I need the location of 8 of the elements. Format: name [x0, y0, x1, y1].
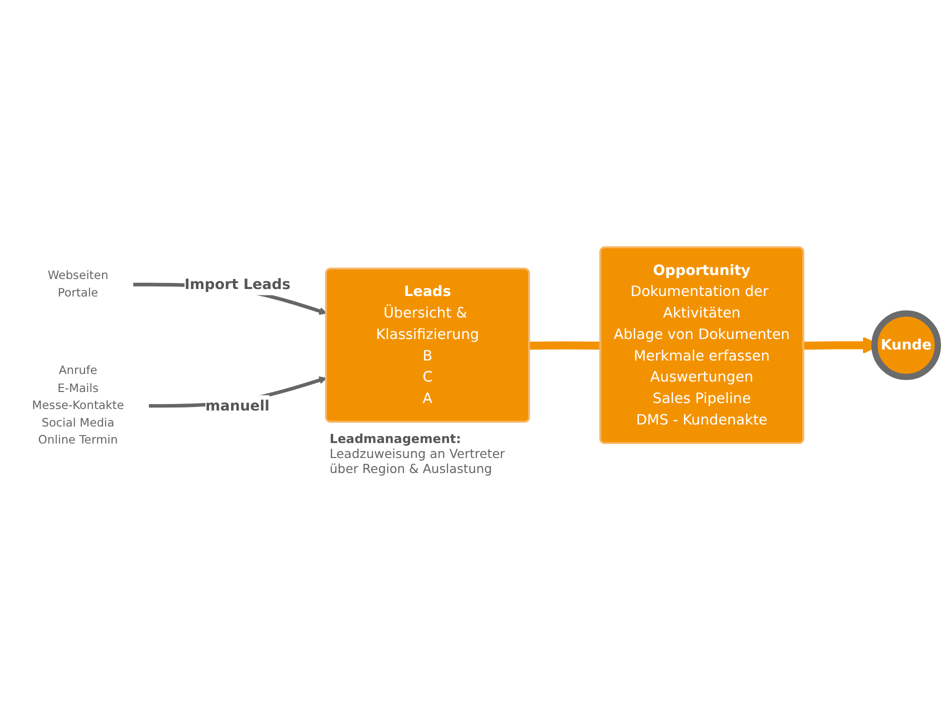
node-text: Webseiten Portale [48, 268, 108, 300]
node-circle: Kunde [871, 310, 941, 380]
node-text: Anrufe E-Mails Messe-Kontakte Social Media Online Termin [32, 364, 124, 448]
edge-label: Import Leads [184, 276, 290, 293]
connector [529, 341, 601, 350]
caption-heading: Leadmanagement: [330, 430, 462, 446]
edge-label: manuell [205, 396, 270, 414]
caption-text: Leadzuweisung an Vertreter über Region & Auslastung [330, 446, 506, 476]
